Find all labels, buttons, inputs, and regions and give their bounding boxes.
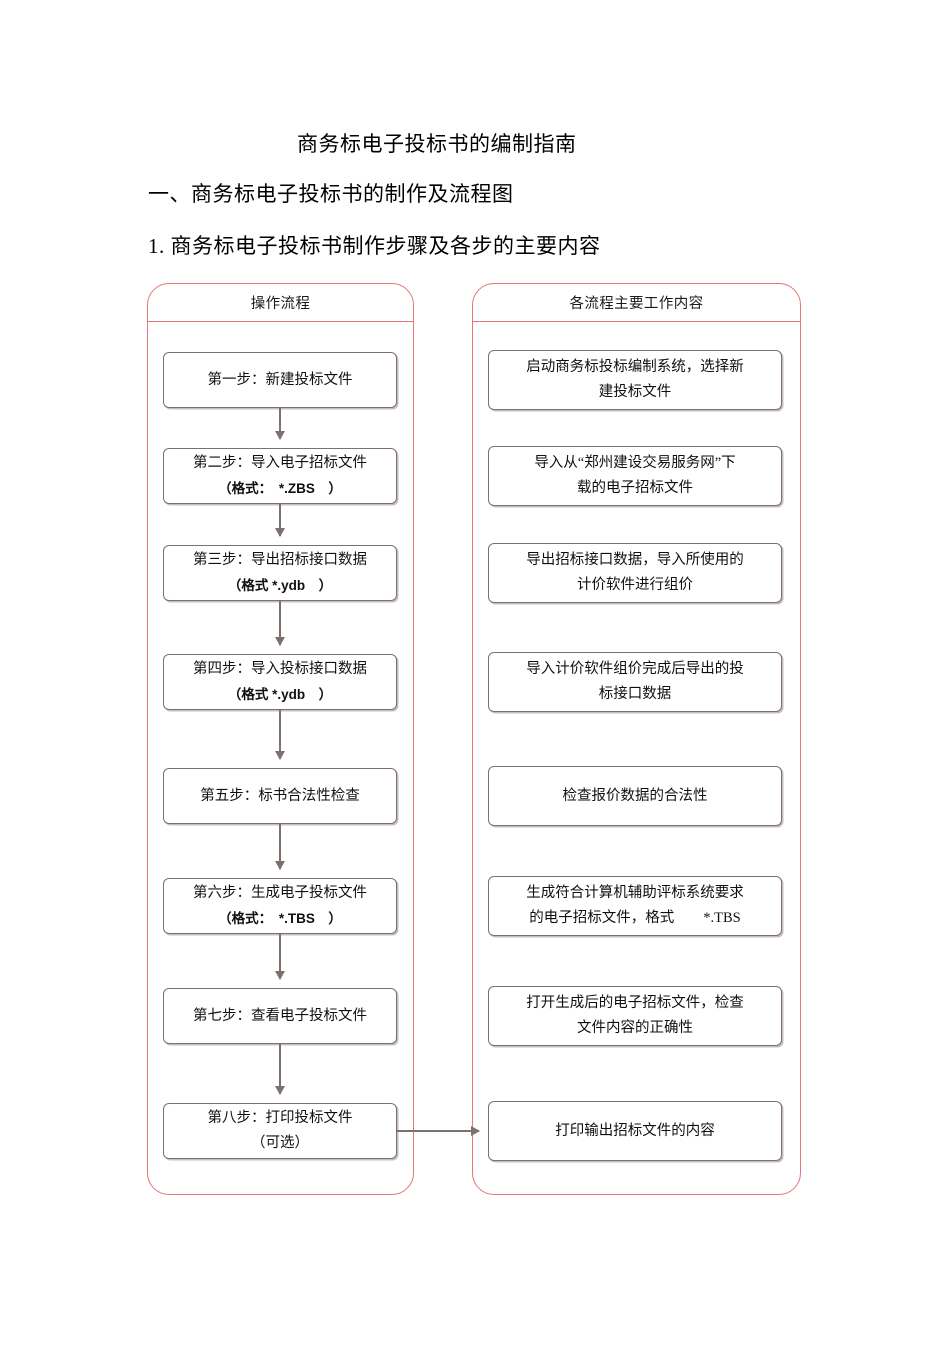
flow-content-box-6: 生成符合计算机辅助评标系统要求 的电子招标文件，格式 *.TBS bbox=[488, 876, 782, 936]
section-heading-1: 一、商务标电子投标书的制作及流程图 bbox=[148, 182, 514, 206]
flow-content-line-3b: 计价软件进行组价 bbox=[577, 577, 693, 593]
flow-step-line-4b: （格式 *.ydb ） bbox=[227, 687, 333, 702]
flow-step-line-5a: 第五步：标书合法性检查 bbox=[200, 787, 360, 804]
flow-content-box-2: 导入从“郑州建设交易服务网”下 载的电子招标文件 bbox=[488, 446, 782, 506]
flow-content-line-5a: 检查报价数据的合法性 bbox=[562, 787, 708, 804]
flow-content-box-8: 打印输出招标文件的内容 bbox=[488, 1101, 782, 1161]
flow-column-header-process: 操作流程 bbox=[148, 284, 413, 322]
flow-step-box-6: 第六步：生成电子投标文件 （格式： *.TBS ） bbox=[163, 878, 397, 934]
flow-content-line-4b: 标接口数据 bbox=[598, 686, 672, 702]
flow-container-content: 各流程主要工作内容 bbox=[472, 283, 801, 1195]
flow-step-line-3a: 第三步：导出招标接口数据 bbox=[193, 552, 367, 568]
flow-step-line-2a: 第二步：导入电子招标文件 bbox=[193, 455, 367, 471]
flow-step-box-7: 第七步：查看电子投标文件 bbox=[163, 988, 397, 1044]
flow-content-box-4: 导入计价软件组价完成后导出的投 标接口数据 bbox=[488, 652, 782, 712]
flow-content-line-1a: 启动商务标投标编制系统，选择新 bbox=[526, 359, 744, 375]
flow-step-box-3: 第三步：导出招标接口数据 （格式 *.ydb ） bbox=[163, 545, 397, 601]
page-title: 商务标电子投标书的编制指南 bbox=[297, 132, 577, 156]
flow-step-box-4: 第四步：导入投标接口数据 （格式 *.ydb ） bbox=[163, 654, 397, 710]
flow-container-process: 操作流程 bbox=[147, 283, 414, 1195]
flow-content-box-7: 打开生成后的电子招标文件，检查 文件内容的正确性 bbox=[488, 986, 782, 1046]
flow-step-box-5: 第五步：标书合法性检查 bbox=[163, 768, 397, 824]
flow-content-box-5: 检查报价数据的合法性 bbox=[488, 766, 782, 826]
flow-content-line-2a: 导入从“郑州建设交易服务网”下 bbox=[534, 455, 736, 471]
flow-arrow-8-to-content bbox=[397, 1126, 480, 1136]
flow-content-line-3a: 导出招标接口数据，导入所使用的 bbox=[526, 552, 744, 568]
flow-content-line-7a: 打开生成后的电子招标文件，检查 bbox=[526, 995, 744, 1011]
flow-content-line-6a: 生成符合计算机辅助评标系统要求 bbox=[526, 885, 744, 901]
flow-step-line-8a: 第八步：打印投标文件 bbox=[207, 1110, 353, 1126]
flow-content-line-8a: 打印输出招标文件的内容 bbox=[555, 1122, 715, 1139]
flow-arrow-5-to-6 bbox=[275, 824, 285, 870]
flow-arrow-7-to-8 bbox=[275, 1044, 285, 1095]
flow-step-box-2: 第二步：导入电子招标文件 （格式： *.ZBS ） bbox=[163, 448, 397, 504]
flow-step-line-6a: 第六步：生成电子投标文件 bbox=[193, 885, 367, 901]
flow-step-line-7a: 第七步：查看电子投标文件 bbox=[193, 1007, 367, 1024]
flow-step-line-4a: 第四步：导入投标接口数据 bbox=[193, 661, 367, 677]
section-heading-2: 1. 商务标电子投标书制作步骤及各步的主要内容 bbox=[148, 234, 601, 258]
flow-content-line-1b: 建投标文件 bbox=[598, 384, 672, 400]
flow-step-line-6b: （格式： *.TBS ） bbox=[218, 911, 342, 926]
flow-arrow-3-to-4 bbox=[275, 601, 285, 646]
flow-arrow-4-to-5 bbox=[275, 710, 285, 760]
flow-content-line-6b: 的电子招标文件，格式 *.TBS bbox=[529, 910, 741, 926]
flow-content-box-1: 启动商务标投标编制系统，选择新 建投标文件 bbox=[488, 350, 782, 410]
flow-content-box-3: 导出招标接口数据，导入所使用的 计价软件进行组价 bbox=[488, 543, 782, 603]
flow-step-line-2b: （格式： *.ZBS ） bbox=[218, 481, 342, 496]
flow-arrow-2-to-3 bbox=[275, 504, 285, 537]
flow-arrow-6-to-7 bbox=[275, 934, 285, 980]
flow-step-box-1: 第一步：新建投标文件 bbox=[163, 352, 397, 408]
flow-step-line-1a: 第一步：新建投标文件 bbox=[207, 371, 353, 388]
flow-content-line-7b: 文件内容的正确性 bbox=[577, 1020, 693, 1036]
flow-content-line-4a: 导入计价软件组价完成后导出的投 bbox=[526, 661, 744, 677]
flow-column-header-content: 各流程主要工作内容 bbox=[473, 284, 800, 322]
flow-step-box-8: 第八步：打印投标文件 （可选） bbox=[163, 1103, 397, 1159]
flow-step-line-8b: （可选） bbox=[251, 1135, 309, 1151]
flow-arrow-1-to-2 bbox=[275, 408, 285, 440]
flow-content-line-2b: 载的电子招标文件 bbox=[577, 480, 693, 496]
flow-step-line-3b: （格式 *.ydb ） bbox=[227, 578, 333, 593]
